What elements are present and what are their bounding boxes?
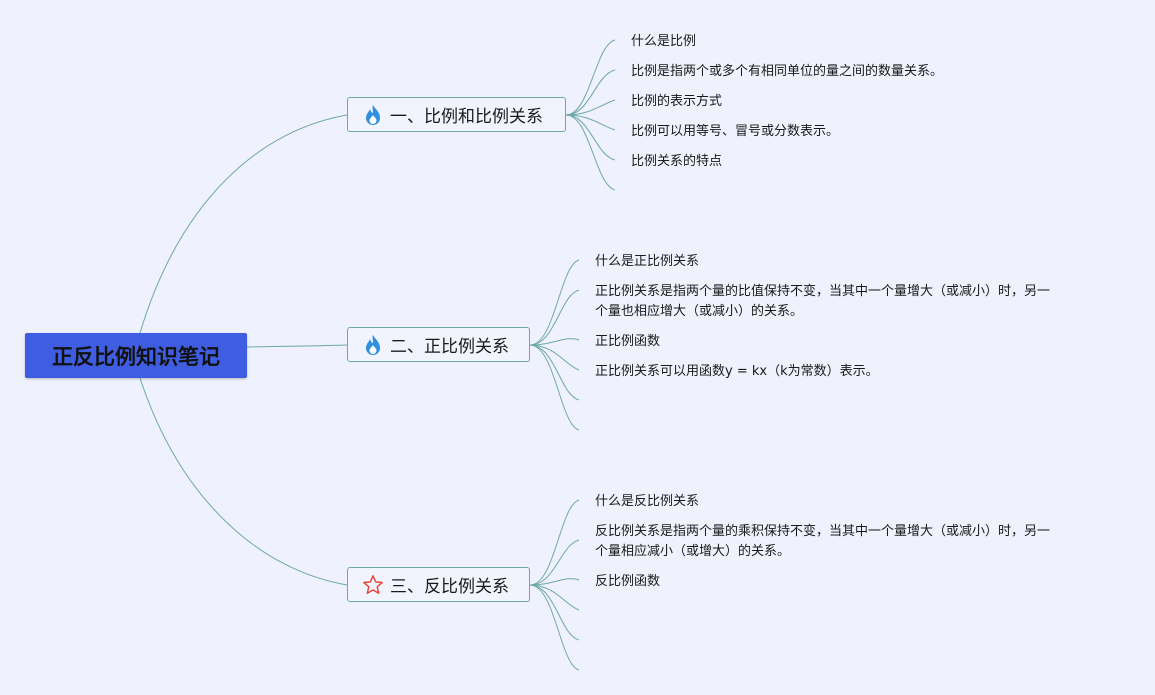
leaf-item-continued[interactable]: 个量也相应增大（或减小）的关系。 (595, 304, 804, 319)
leaf-item[interactable]: 正比例函数 (595, 334, 661, 349)
leaf-item[interactable]: 什么是正比例关系 (595, 254, 700, 269)
connector-b1-leaf-5 (565, 114, 616, 161)
connector-root-branch-2 (246, 344, 348, 348)
connector-b2-leaf-3 (529, 338, 580, 346)
connector-b1-leaf-1 (565, 39, 616, 116)
leaf-item[interactable]: 反比例函数 (595, 574, 661, 589)
leaf-item[interactable]: 正比例关系可以用函数y = kx（k为常数）表示。 (595, 364, 879, 379)
connector-b3-leaf-3 (529, 578, 580, 586)
leaf-item[interactable]: 比例是指两个或多个有相同单位的量之间的数量关系。 (631, 64, 944, 79)
connector-b2-leaf-2 (529, 289, 580, 346)
root-title: 正反比例知识笔记 (52, 344, 220, 369)
connector-root-branch-3 (139, 377, 348, 586)
connector-b3-leaf-5 (529, 584, 580, 641)
connector-b2-leaf-5 (529, 344, 580, 401)
branch-topic-3[interactable]: 三、反比例关系 (347, 567, 530, 602)
branch-topic-1[interactable]: 一、比例和比例关系 (347, 97, 566, 132)
connector-b1-leaf-2 (565, 69, 616, 116)
leaf-item[interactable]: 什么是比例 (631, 34, 697, 49)
connector-b2-leaf-1 (529, 259, 580, 346)
star-icon (362, 573, 384, 597)
connector-b1-leaf-6 (565, 114, 616, 191)
leaf-item-continued[interactable]: 个量相应减小（或增大）的关系。 (595, 544, 791, 559)
leaf-item[interactable]: 反比例关系是指两个量的乘积保持不变，当其中一个量增大（或减小）时，另一 (595, 524, 1051, 539)
leaf-item[interactable]: 正比例关系是指两个量的比值保持不变，当其中一个量增大（或减小）时，另一 (595, 284, 1051, 299)
fire-icon (362, 103, 384, 127)
root-topic[interactable]: 正反比例知识笔记 (25, 333, 247, 378)
leaf-item[interactable]: 比例的表示方式 (631, 94, 723, 109)
fire-icon (362, 333, 384, 357)
connector-b2-leaf-6 (529, 344, 580, 431)
leaf-item[interactable]: 什么是反比例关系 (595, 494, 700, 509)
connector-root-branch-1 (139, 114, 348, 334)
connector-b3-leaf-2 (529, 539, 580, 586)
leaf-item[interactable]: 比例可以用等号、冒号或分数表示。 (631, 124, 840, 139)
leaf-item[interactable]: 比例关系的特点 (631, 154, 723, 169)
branch-1-label: 一、比例和比例关系 (390, 107, 543, 127)
connector-b3-leaf-6 (529, 584, 580, 671)
branch-3-label: 三、反比例关系 (390, 577, 509, 597)
connector-b3-leaf-1 (529, 499, 580, 586)
branch-2-label: 二、正比例关系 (390, 337, 509, 357)
branch-topic-2[interactable]: 二、正比例关系 (347, 327, 530, 362)
